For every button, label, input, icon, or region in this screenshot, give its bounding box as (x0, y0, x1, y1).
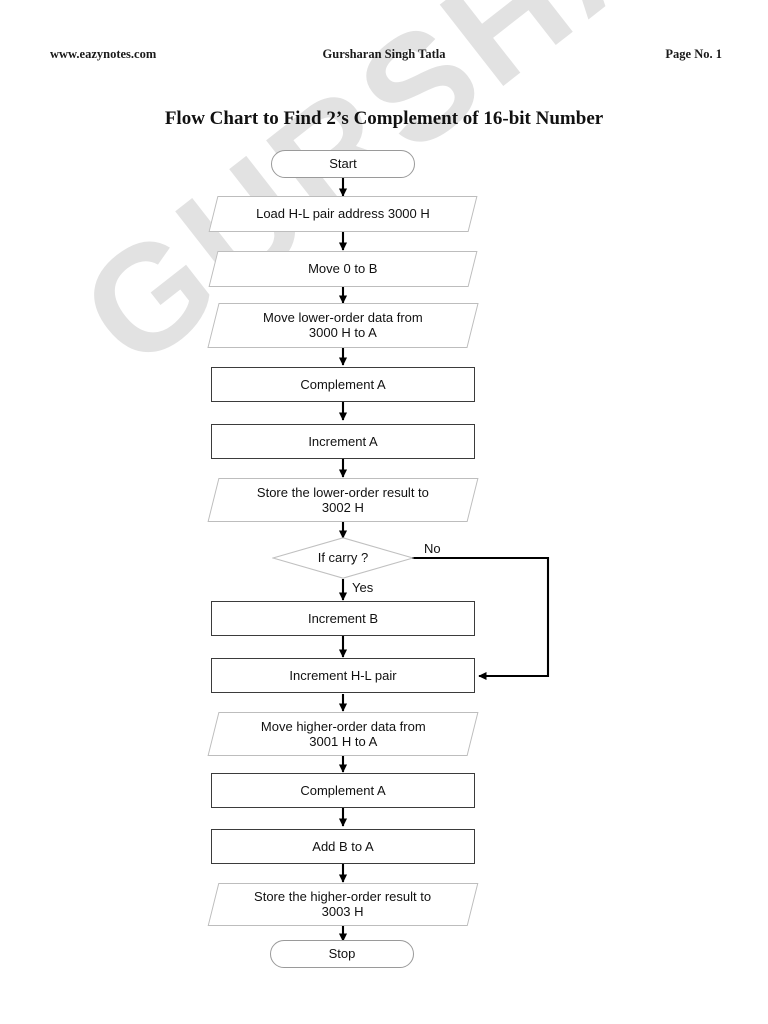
node-store-higher-order[interactable]: Store the higher-order result to 3003 H (207, 883, 479, 926)
node-start[interactable]: Start (271, 150, 415, 178)
header-website: www.eazynotes.com (50, 47, 157, 61)
node-move-lower-order-line1: Move lower-order data from (263, 310, 423, 326)
page-title: Flow Chart to Find 2’s Complement of 16-… (164, 108, 604, 129)
branch-label-yes: Yes (352, 580, 374, 595)
node-load-hl-pair[interactable]: Load H-L pair address 3000 H (208, 196, 478, 232)
node-stop[interactable]: Stop (270, 940, 414, 968)
node-if-carry-label: If carry ? (317, 550, 369, 566)
node-increment-hl-pair[interactable]: Increment H-L pair (211, 658, 475, 693)
node-move-higher-order[interactable]: Move higher-order data from 3001 H to A (207, 712, 479, 756)
node-store-lower-order-line2: 3002 H (322, 500, 364, 515)
header-author: Gursharan Singh Tatla (322, 47, 446, 61)
node-move-higher-order-label: Move higher-order data from 3001 H to A (261, 719, 426, 750)
header-page-no: Page No. 1 (665, 47, 722, 61)
branch-label-no: No (424, 541, 441, 556)
node-store-lower-order-label: Store the lower-order result to 3002 H (257, 485, 429, 516)
node-if-carry-decision[interactable]: If carry ? (272, 537, 414, 579)
node-store-higher-order-line1: Store the higher-order result to (254, 889, 432, 905)
node-store-lower-order-line1: Store the lower-order result to (257, 484, 429, 500)
node-complement-a-2[interactable]: Complement A (211, 773, 475, 808)
node-add-b-to-a[interactable]: Add B to A (211, 829, 475, 864)
node-move-higher-order-line2: 3001 H to A (309, 734, 377, 749)
node-increment-b[interactable]: Increment B (211, 601, 475, 636)
node-move-0-to-b-label: Move 0 to B (308, 261, 378, 277)
node-complement-a-1[interactable]: Complement A (211, 367, 475, 402)
node-move-lower-order[interactable]: Move lower-order data from 3000 H to A (207, 303, 479, 348)
node-store-higher-order-line2: 3003 H (322, 904, 364, 920)
node-move-lower-order-line2: 3000 H to A (309, 325, 377, 341)
decision-diamond-shape (272, 537, 414, 579)
node-increment-a[interactable]: Increment A (211, 424, 475, 459)
node-store-higher-order-label: Store the higher-order result to 3003 H (254, 889, 431, 920)
node-move-lower-order-label: Move lower-order data from 3000 H to A (263, 310, 423, 341)
node-load-hl-pair-label: Load H-L pair address 3000 H (256, 206, 430, 222)
node-store-lower-order[interactable]: Store the lower-order result to 3002 H (207, 478, 479, 522)
node-move-higher-order-line1: Move higher-order data from (260, 718, 426, 734)
node-move-0-to-b[interactable]: Move 0 to B (208, 251, 478, 287)
